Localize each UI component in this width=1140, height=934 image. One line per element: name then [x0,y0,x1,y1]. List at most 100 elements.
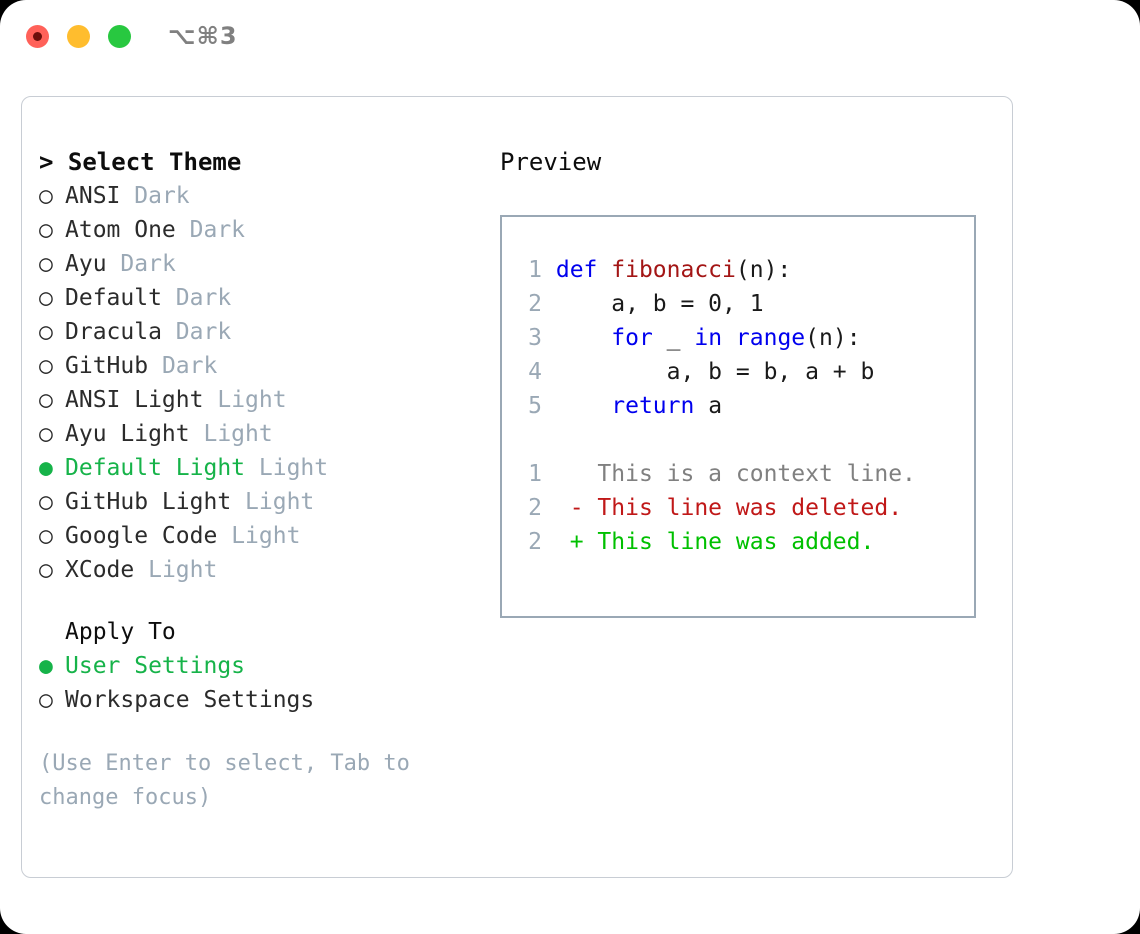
theme-variant-badge: Light [203,421,273,447]
theme-list-item[interactable]: ○ Default Dark [39,281,479,315]
radio-unselected-icon: ○ [39,353,53,379]
hint-spacer [39,717,479,747]
code-line: 5 return a [516,389,916,423]
code-token: in [694,325,723,351]
diff-text: This line was added. [597,529,875,555]
theme-list-header: > Select Theme [39,148,242,176]
radio-unselected-icon: ○ [39,421,53,447]
code-token: a, b = b, a + b [555,359,875,385]
theme-list-item[interactable]: ○ ANSI Light Light [39,383,479,417]
theme-variant-badge: Light [231,523,301,549]
code-token: (n): [735,257,792,283]
code-token: (n): [805,325,861,351]
keyboard-hint-text: (Use Enter to select, Tab to change focu… [39,751,410,810]
theme-variant-badge: Dark [175,319,232,345]
theme-list-item[interactable]: ○ GitHub Light Light [39,485,479,519]
line-number: 4 [528,359,542,385]
theme-name: Dracula [65,319,162,345]
line-number: 1 [528,461,542,487]
apply-to-option-label: Workspace Settings [65,687,315,713]
code-line: 4 a, b = b, a + b [516,355,916,389]
diff-marker: + [569,529,598,555]
theme-variant-badge: Light [148,557,218,583]
diff-text: This line was deleted. [597,495,903,521]
code-token: def [555,257,612,283]
window-titlebar: ⌥⌘3 [0,0,1140,78]
theme-name: Default [65,285,162,311]
radio-unselected-icon: ○ [39,285,53,311]
theme-variant-badge: Dark [134,183,190,209]
theme-variant-badge: Dark [189,217,246,243]
diff-line: 1 This is a context line. [516,457,916,491]
radio-selected-icon: ● [39,455,53,481]
radio-unselected-icon: ○ [39,489,53,515]
theme-list-item[interactable]: ○ XCode Light [39,553,479,587]
theme-variant-badge: Light [217,387,287,413]
code-token: _ [652,325,695,351]
code-line: 2 a, b = 0, 1 [516,287,916,321]
preview-separator [516,423,916,457]
keyboard-shortcut-label: ⌥⌘3 [168,22,238,50]
theme-name: Google Code [65,523,218,549]
theme-list: ○ANSI Dark○Atom One Dark○Ayu Dark○Defaul… [39,179,479,587]
theme-list-item[interactable]: ○ Atom One Dark [39,213,479,247]
theme-list-item[interactable]: ○Ayu Dark [39,247,479,281]
theme-variant-badge: Dark [175,285,232,311]
apply-to-option[interactable]: ●User Settings [39,649,479,683]
theme-variant-badge: Dark [120,251,176,277]
line-number: 2 [528,529,542,555]
apply-to-options: ●User Settings○Workspace Settings [39,649,479,717]
radio-unselected-icon: ○ [39,319,53,345]
diff-line: 2 + This line was added. [516,525,916,559]
list-spacer [39,587,479,615]
theme-name: Ayu Light [65,421,190,447]
code-token: a [694,393,723,419]
close-button[interactable] [26,25,49,48]
radio-unselected-icon: ○ [39,557,53,583]
radio-unselected-icon: ○ [39,217,53,243]
theme-list-item[interactable]: ○ Ayu Light Light [39,417,479,451]
maximize-button[interactable] [108,25,131,48]
diff-text: This is a context line. [597,461,916,487]
radio-unselected-icon: ○ [39,183,53,209]
theme-list-item[interactable]: ○ANSI Dark [39,179,479,213]
code-line: 3 for _ in range(n): [516,321,916,355]
code-token: for [611,325,653,351]
theme-list-item[interactable]: ○ Google Code Light [39,519,479,553]
diff-line: 2 - This line was deleted. [516,491,916,525]
theme-list-item[interactable]: ○ Dracula Dark [39,315,479,349]
theme-name: Default Light [65,455,246,481]
theme-name: Atom One [65,217,176,243]
radio-unselected-icon: ○ [39,387,53,413]
preview-title: Preview [500,148,602,176]
theme-list-item[interactable]: ● Default Light Light [39,451,479,485]
apply-to-option[interactable]: ○Workspace Settings [39,683,479,717]
diff-marker [570,461,598,487]
diff-marker: - [569,495,598,521]
line-number: 2 [528,495,542,521]
code-token [556,393,611,419]
radio-unselected-icon: ○ [39,251,53,277]
code-token: a, b = 0, 1 [555,291,764,317]
preview-column: Preview 1 def fibonacci(n):2 a, b = 0, 1… [500,145,1000,618]
theme-variant-badge: Light [245,489,315,515]
theme-name: ANSI Light [65,387,204,413]
code-token: range [735,325,806,351]
apply-to-title: Apply To [65,619,176,645]
radio-unselected-icon: ○ [39,523,53,549]
line-number: 1 [528,257,542,283]
minimize-button[interactable] [67,25,90,48]
theme-name: GitHub Light [65,489,232,515]
theme-variant-badge: Light [258,455,329,481]
theme-list-item[interactable]: ○GitHub Dark [39,349,479,383]
theme-name: XCode [65,557,135,583]
code-token: return [611,393,695,419]
theme-list-column: > Select Theme ○ANSI Dark○Atom One Dark○… [39,145,479,815]
line-number: 5 [528,393,542,419]
theme-name: GitHub [65,353,149,379]
apply-to-option-label: User Settings [65,653,246,679]
theme-selector-panel: > Select Theme ○ANSI Dark○Atom One Dark○… [21,96,1013,878]
